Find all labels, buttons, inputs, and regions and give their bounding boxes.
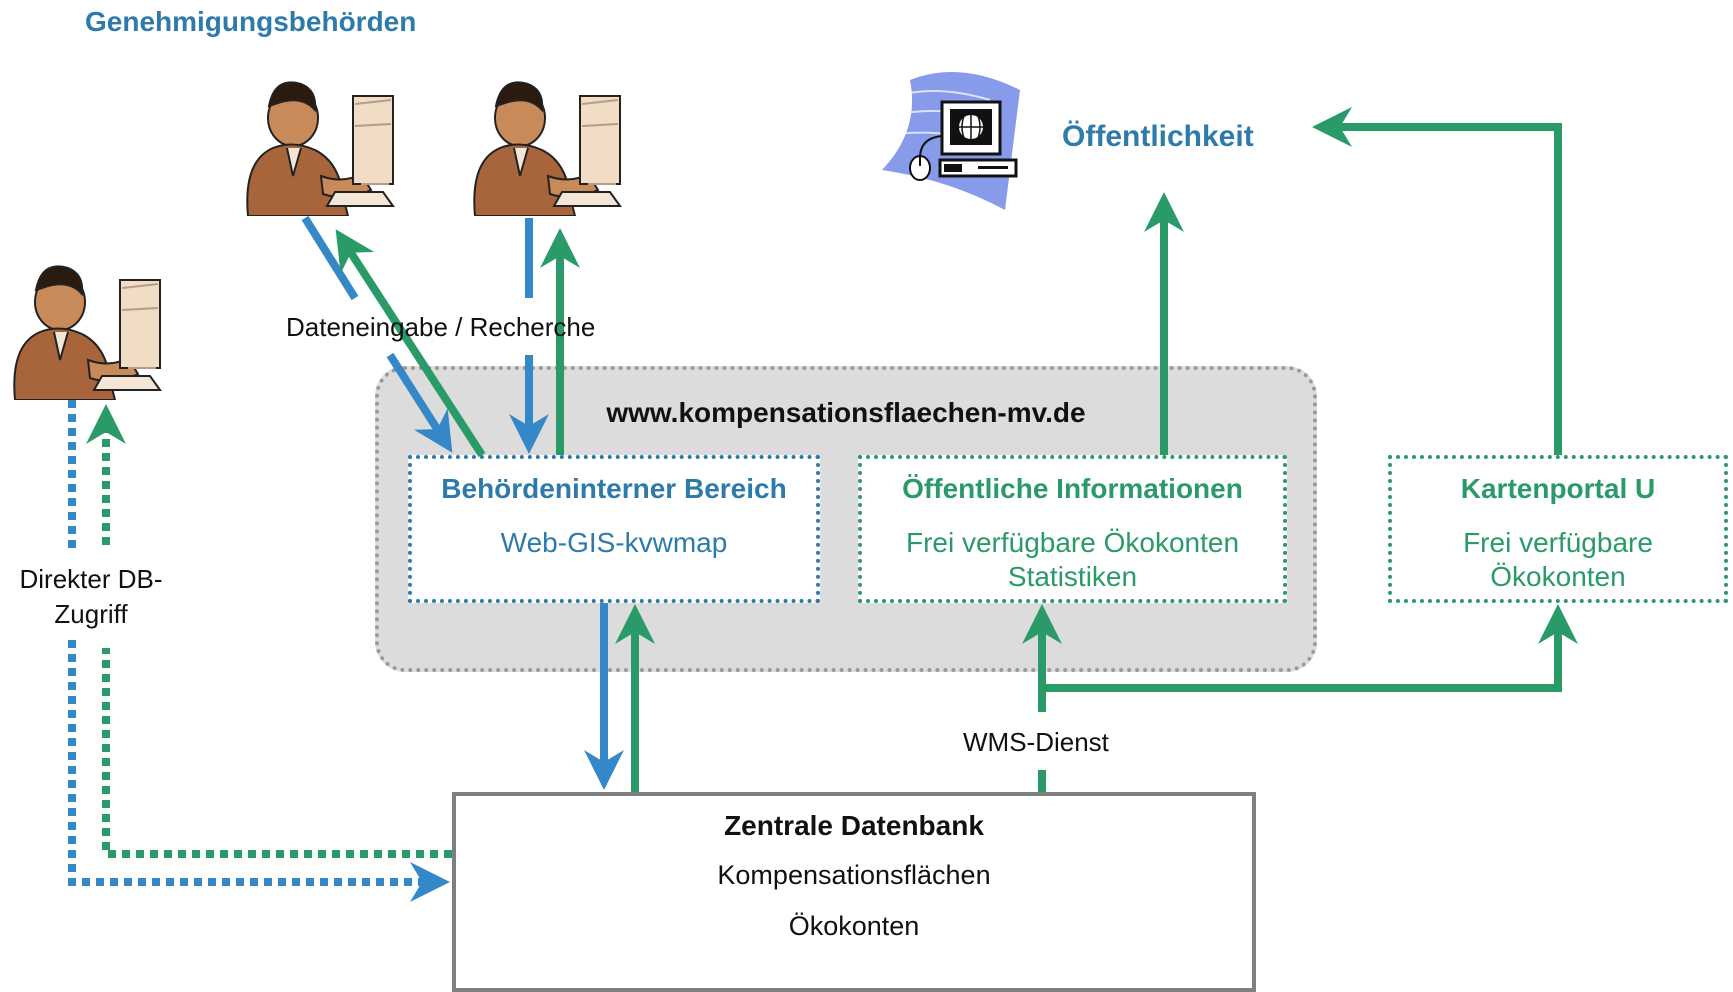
wms-branch-right: [1042, 604, 1578, 692]
direct-blue-bottom: [68, 640, 450, 902]
kartenportal-title: Kartenportal U: [1460, 473, 1656, 504]
arrow-p1-down-a: [301, 215, 359, 301]
page-title: Genehmigungsbehörden: [85, 6, 417, 37]
dateneingabe-label: Dateneingabe / Recherche: [286, 312, 596, 342]
wms-label: WMS-Dienst: [963, 727, 1109, 757]
kartenportal-line2: Ökokonten: [1490, 561, 1626, 592]
arrow-p1-up: [335, 229, 486, 458]
public-info-title: Öffentliche Informationen: [902, 473, 1243, 504]
connector-arrows: [68, 107, 1578, 902]
database-line1: Kompensationsflächen: [717, 860, 991, 890]
central-database-box: Zentrale Datenbank Kompensationsflächen …: [452, 792, 1256, 992]
kartenportal-line1: Frei verfügbare: [1463, 527, 1653, 558]
kartenportal-box: Kartenportal U Frei verfügbare Ökokonten: [1388, 455, 1728, 603]
public-label: Öffentlichkeit: [1062, 120, 1254, 153]
person-at-computer-icon: [473, 81, 622, 216]
person-at-computer-icon: [246, 81, 395, 216]
public-info-line2: Statistiken: [1007, 561, 1138, 592]
database-title: Zentrale Datenbank: [724, 810, 984, 841]
internal-area-box: Behördeninterner Bereich Web-GIS-kvwmap: [408, 455, 820, 603]
direct-green-bottom: [102, 648, 452, 858]
computer-globe-icon: [882, 72, 1020, 210]
internal-area-title: Behördeninterner Bereich: [441, 473, 787, 504]
website-title: www.kompensationsflaechen-mv.de: [606, 397, 1086, 428]
arrow-kartenportal-up: [1312, 107, 1562, 455]
direct-db-label-line2: Zugriff: [54, 599, 128, 629]
direct-db-label-line1: Direkter DB-: [19, 564, 163, 594]
internal-area-subtitle: Web-GIS-kvwmap: [500, 527, 728, 558]
arrow-p1-down-b: [386, 352, 453, 453]
person-at-computer-icon: [13, 265, 162, 400]
public-info-box: Öffentliche Informationen Frei verfügbar…: [858, 455, 1287, 603]
public-info-line1: Frei verfügbare Ökokonten: [905, 527, 1240, 558]
database-line2: Ökokonten: [788, 911, 920, 941]
direct-db-label: Direkter DB- Zugriff: [0, 564, 182, 630]
